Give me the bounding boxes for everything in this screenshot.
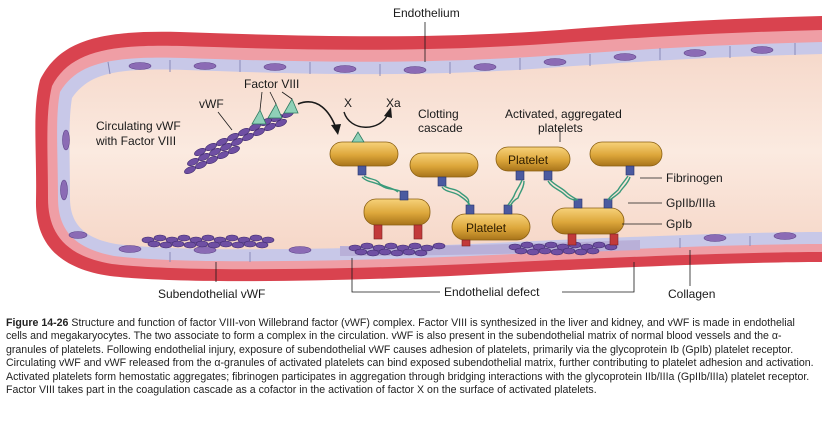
label-gp2b3a: GpIIb/IIIa: [666, 196, 716, 210]
platelets: [329, 131, 663, 241]
label-clotting-line1: Clotting: [418, 107, 459, 121]
fibrinogen-strands: [361, 175, 631, 207]
subendothelial-vwf-cluster: [141, 234, 275, 249]
label-subendothelial-vwf: Subendothelial vWF: [158, 287, 265, 301]
label-activated-line1: Activated, aggregated: [505, 107, 622, 121]
label-platelet-upper: Platelet: [508, 153, 549, 167]
label-endothelium: Endothelium: [393, 6, 460, 20]
platelet-1: [329, 141, 399, 167]
label-clotting-line2: cascade: [418, 121, 463, 135]
label-circulating-line2: with Factor VIII: [95, 134, 176, 148]
caption-line-1: Structure and function of factor VIII-vo…: [71, 317, 741, 329]
platelet-4: [589, 141, 663, 167]
caption-line-4: Ib (GpIb) platelet receptor. Circulating…: [6, 343, 794, 370]
nuclei-left: [60, 129, 88, 239]
platelet-7: [551, 207, 625, 235]
factor-viii-triangles: [251, 98, 299, 125]
caption-line-7: X on the surface of activated platelets.: [417, 384, 597, 397]
label-circulating-line1: Circulating vWF: [96, 119, 181, 133]
endothelial-cells-bottom: [169, 236, 751, 262]
label-gp1b: GpIb: [666, 217, 692, 231]
gp1b-receptors: [373, 224, 619, 247]
caption-line-5: contributing to platelet adhesion and ac…: [6, 357, 814, 383]
nuclei-top: [128, 46, 774, 74]
endothelial-cells-top: [107, 43, 796, 76]
label-activated-line2: platelets: [538, 121, 583, 135]
factor-viii-leader-lines: [259, 91, 293, 111]
vessel: [35, 16, 822, 282]
label-xa: Xa: [386, 96, 401, 110]
platelet-5: [363, 198, 431, 226]
figure-caption: Figure 14-26 Structure and function of f…: [6, 317, 818, 397]
platelet-3: [495, 146, 571, 172]
platelet-6: [451, 213, 531, 241]
label-factor-viii: Factor VIII: [244, 77, 299, 91]
caption-line-2: endothelial cells and megakaryocytes. Th…: [6, 317, 795, 343]
label-x: X: [344, 96, 352, 110]
nuclei-bottom: [118, 232, 797, 254]
leader-lines: [215, 22, 691, 293]
caption-line-6: interactions with the glycoprotein IIb/I…: [6, 370, 810, 397]
diagram-svg: Endothelium Factor VIII vWF Circulating …: [35, 6, 822, 301]
label-platelet-lower: Platelet: [466, 221, 507, 235]
caption-figure-id: Figure 14-26: [6, 317, 69, 329]
platelet-2: [409, 152, 479, 178]
arrow-to-cascade: [297, 101, 337, 129]
x-to-xa-arrow: [343, 111, 389, 128]
label-fibrinogen: Fibrinogen: [666, 171, 723, 185]
x-to-xa-arrowhead: [384, 107, 392, 118]
vwf-leader-line: [217, 111, 233, 131]
label-vwf: vWF: [199, 97, 224, 111]
caption-line-3: vessels and the α-granules of platelets.…: [6, 330, 782, 356]
label-collagen: Collagen: [668, 287, 715, 301]
factor-viii-on-platelet: [351, 131, 365, 143]
arrow-to-cascade-head: [331, 124, 341, 135]
lumen: [69, 54, 822, 250]
label-endothelial-defect: Endothelial defect: [444, 285, 540, 299]
